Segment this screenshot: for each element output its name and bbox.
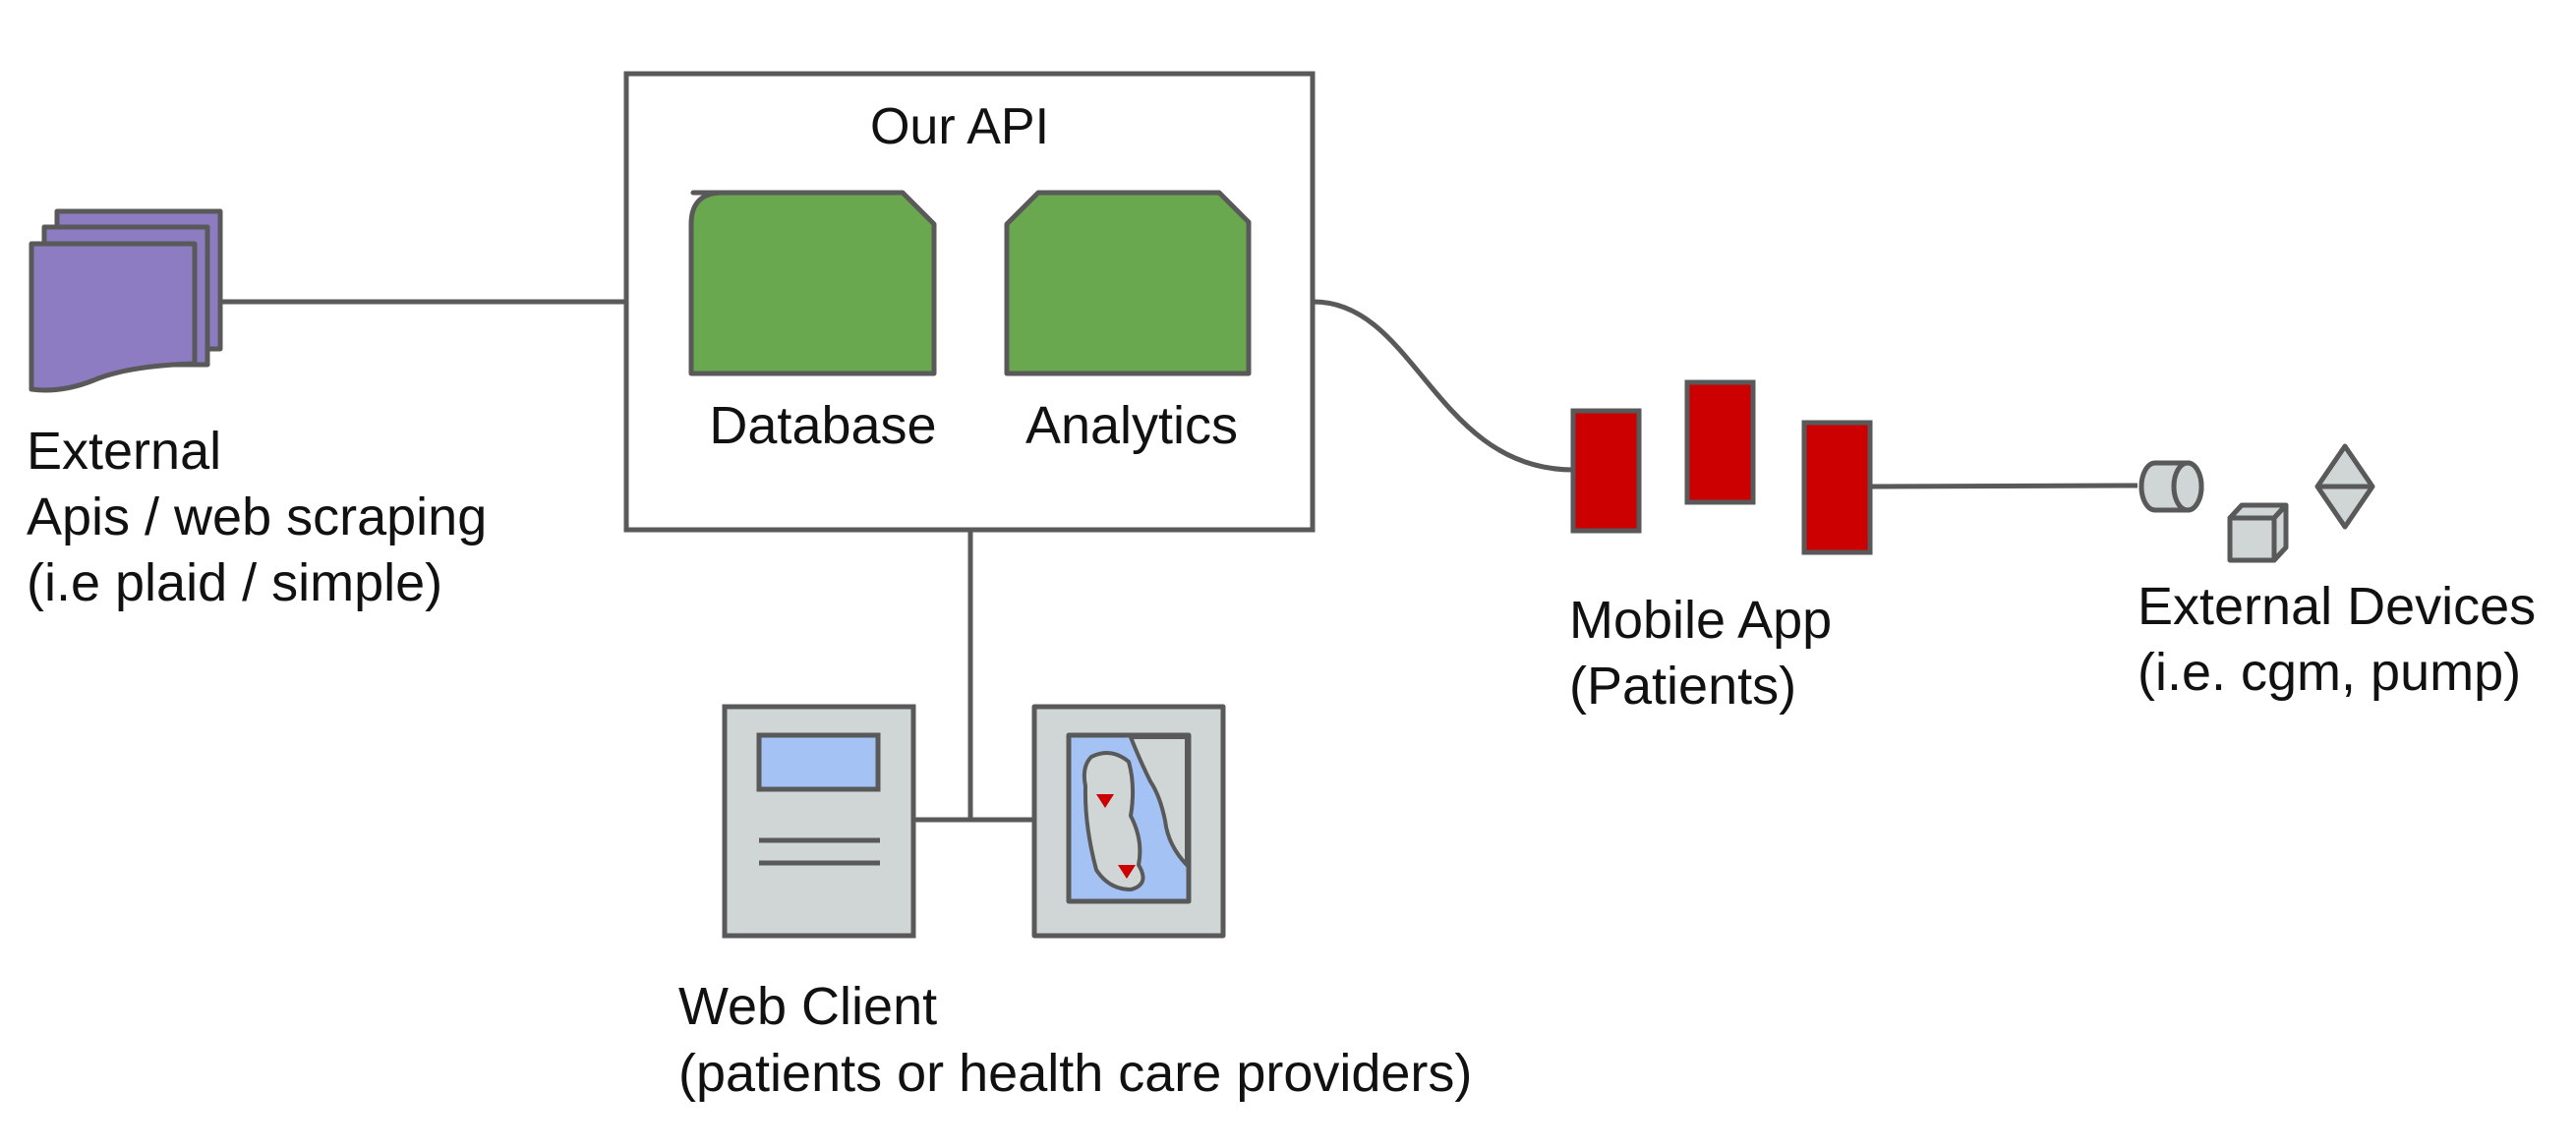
external-apis-label-line3: (i.e plaid / simple) [27,553,442,612]
mobile-devices-icon [1570,379,1873,555]
web-page-icon [722,704,916,939]
map-icon [1031,704,1226,939]
cube-icon [2227,502,2289,563]
connector-api-to-mobile-app [1313,299,1574,473]
database-label: Database [709,396,936,455]
external-devices-label-line1: External Devices [2137,577,2536,636]
analytics-block [1004,190,1252,376]
diamond-icon [2314,443,2375,530]
web-client-label-line1: Web Client [678,977,937,1036]
external-apis-label-line1: External [27,422,221,481]
cylinder-icon [2138,460,2204,513]
database-block [688,190,937,376]
external-devices-label-line2: (i.e. cgm, pump) [2137,643,2521,702]
api-box-title: Our API [870,98,1049,155]
external-apis-label-line2: Apis / web scraping [27,488,487,546]
web-client-label-line2: (patients or health care providers) [678,1044,1472,1103]
connector-mobile-app-to-devices [1869,483,2138,489]
mobile-app-label-line2: (Patients) [1569,657,1796,716]
analytics-label: Analytics [1025,396,1238,455]
mobile-app-label-line1: Mobile App [1569,591,1832,650]
stacked-documents-icon [29,208,223,393]
connectors [221,280,2138,823]
